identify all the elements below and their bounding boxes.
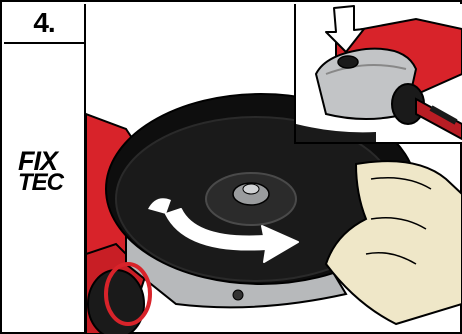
down-arrow-icon (325, 5, 365, 53)
glove-finger-3 (365, 252, 417, 265)
inset-disc-edge (296, 124, 376, 142)
step-number: 4. (33, 7, 55, 38)
spindle-top (242, 183, 260, 195)
spindle-lock-illustration (296, 5, 462, 142)
brand-logo: FIX TEC (18, 146, 78, 196)
curved-arrow-icon (165, 208, 299, 263)
step-number-box: 4. (4, 4, 86, 44)
curved-arrow-tail (148, 198, 171, 214)
spindle-lock-button (337, 55, 359, 69)
gearbox-screw (232, 289, 244, 301)
glove-finger-2 (370, 217, 427, 230)
gloved-hand (324, 160, 462, 326)
glove-finger-1 (370, 177, 432, 190)
inset-cable-grip (429, 105, 458, 125)
inset-gearbox-top (325, 64, 407, 75)
left-column (4, 44, 86, 334)
brand-line-2: TEC (18, 169, 64, 196)
side-handle-ring (104, 262, 152, 326)
inset-detail (294, 4, 462, 144)
brand-line-1: FIX (18, 146, 58, 176)
